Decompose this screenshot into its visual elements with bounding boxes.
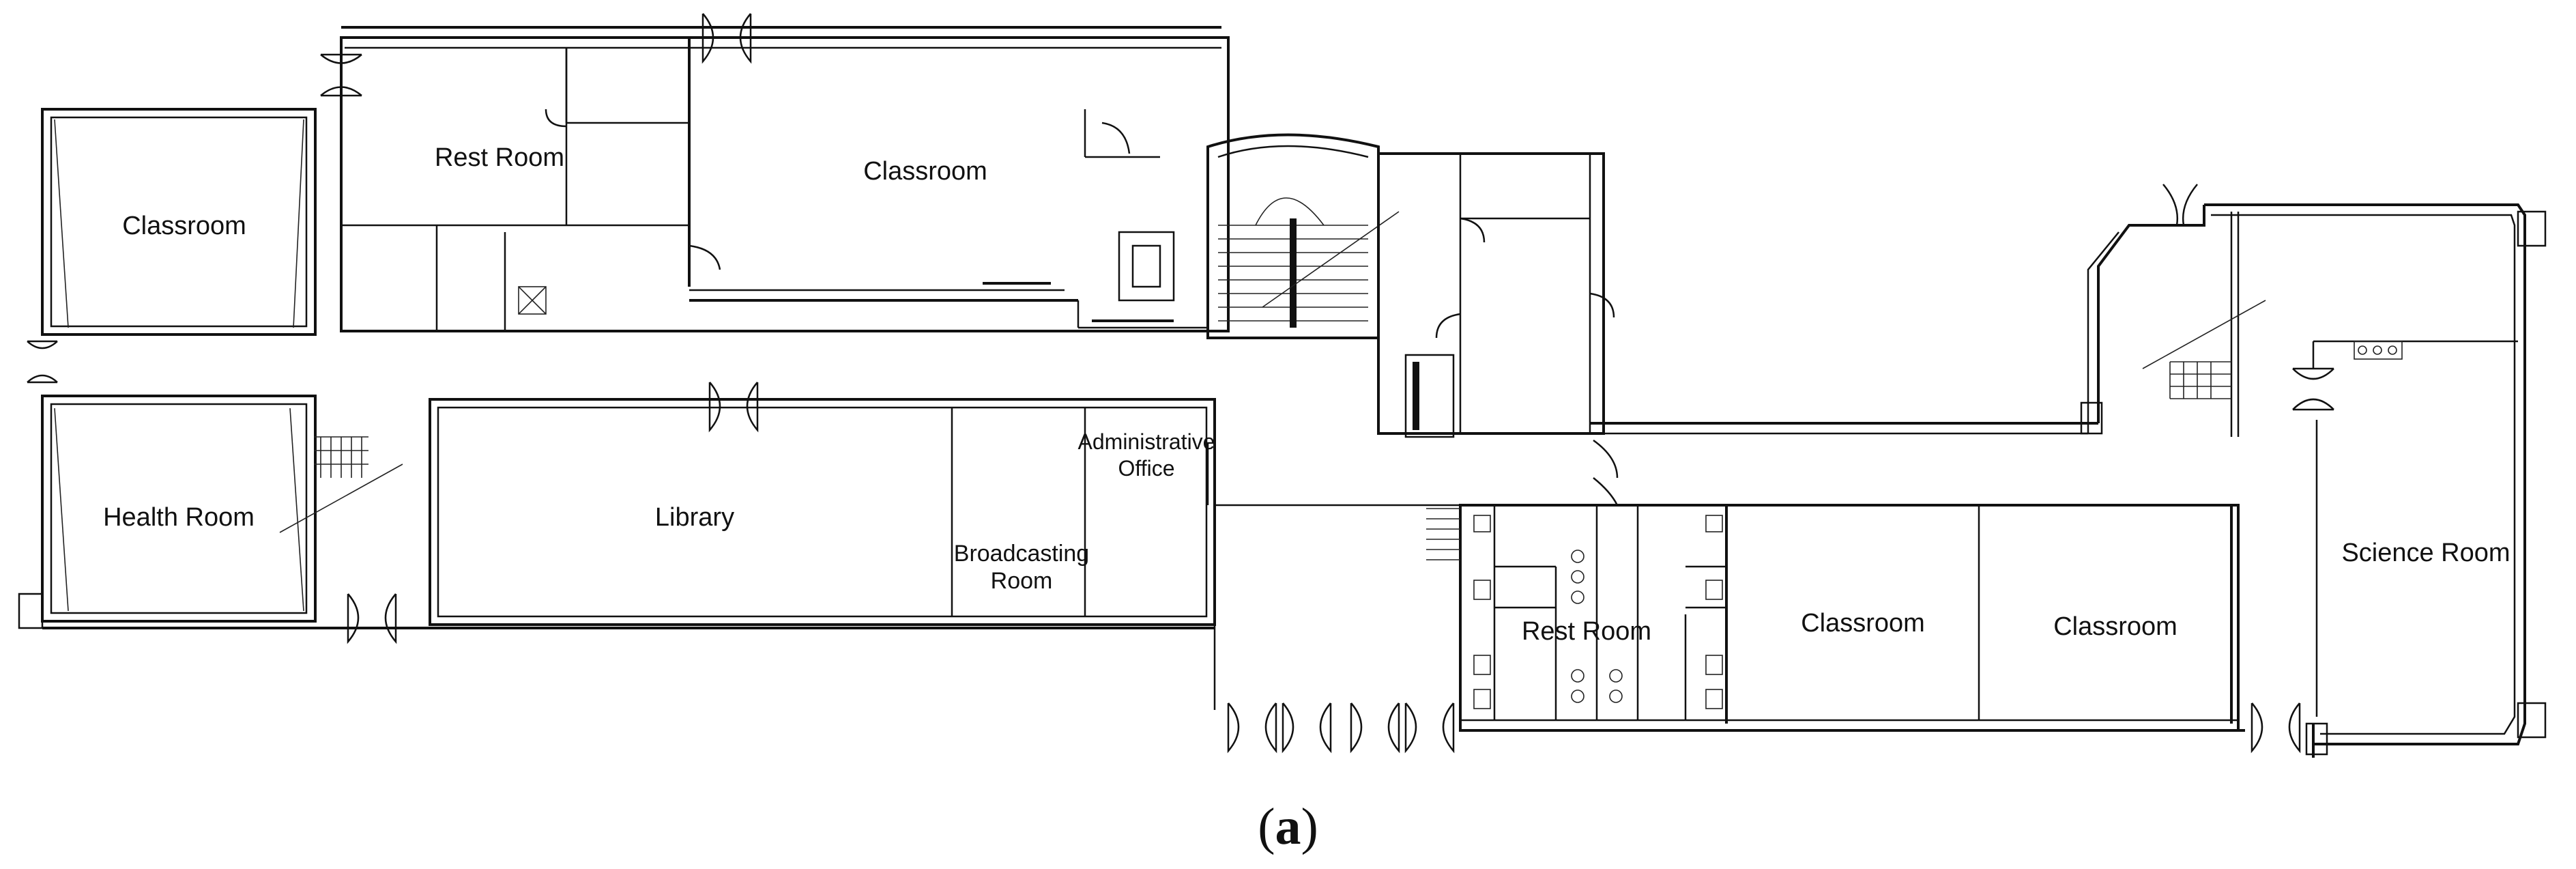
caption-close: ) <box>1301 798 1318 855</box>
toilet-fixtures <box>1473 515 1723 709</box>
room-label-classroom-1: Classroom <box>122 212 246 240</box>
room-label-health-room: Health Room <box>103 503 255 532</box>
room-label-admin-office-2: Office <box>1118 456 1175 481</box>
library-block-walls <box>341 398 1460 710</box>
stair-tower-steps <box>1218 211 1400 328</box>
room-label-classroom-3: Classroom <box>1801 609 1925 638</box>
stair-health <box>279 436 403 533</box>
top-center-walls <box>340 26 1230 332</box>
stair-tower <box>1206 133 1605 438</box>
room-label-broadcasting-room-2: Room <box>991 568 1053 594</box>
stair-restroom <box>1426 508 1460 560</box>
room-label-classroom-4: Classroom <box>2053 612 2177 641</box>
room-label-library: Library <box>655 503 734 532</box>
caption-open: ( <box>1258 798 1275 855</box>
room-label-classroom-2: Classroom <box>863 157 987 186</box>
caption-letter: a <box>1275 798 1301 855</box>
figure-caption: (a) <box>0 797 2576 857</box>
science-room-walls <box>2142 203 2547 758</box>
right-corridor-walls <box>1590 205 2205 435</box>
stair-science <box>2142 300 2266 399</box>
left-wing-walls <box>18 108 403 629</box>
room-label-admin-office-1: Administrative <box>1078 429 1215 454</box>
room-label-rest-room-1: Rest Room <box>435 143 564 172</box>
room-label-science-room: Science Room <box>2341 539 2510 567</box>
lower-right-block-walls <box>1426 504 2245 732</box>
room-label-broadcasting-room-1: Broadcasting <box>954 541 1089 567</box>
doors <box>27 13 2334 754</box>
room-label-rest-room-2: Rest Room <box>1522 617 1651 646</box>
